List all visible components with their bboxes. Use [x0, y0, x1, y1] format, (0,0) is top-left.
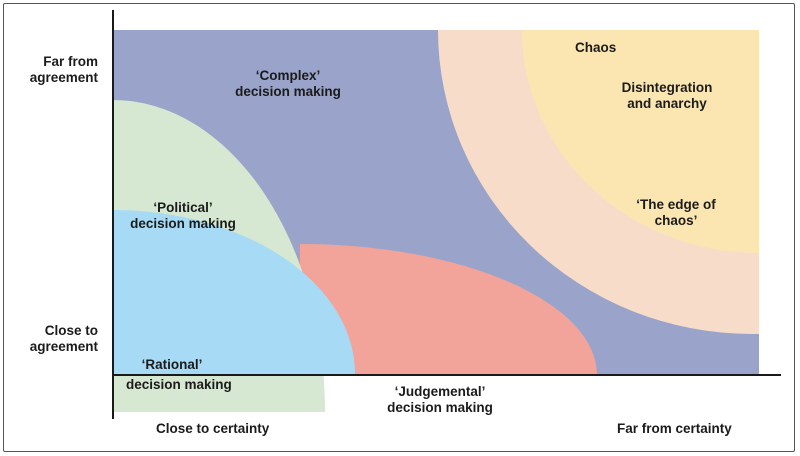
- edge-of-chaos-label: ‘The edge of chaos’: [636, 197, 716, 228]
- judgemental-label: ‘Judgemental’ decision making: [387, 384, 493, 415]
- rational-zone: [113, 210, 355, 374]
- x-axis-right-label: Far from certainty: [617, 421, 732, 436]
- political-label: ‘Political’ decision making: [130, 200, 236, 231]
- disintegration-label: Disintegration and anarchy: [621, 80, 713, 111]
- y-axis-top-label: Far from agreement: [29, 54, 98, 85]
- chaos-label: Chaos: [575, 40, 617, 55]
- disintegration-zone: [522, 30, 759, 253]
- judgemental-zone: [300, 244, 597, 374]
- rational-label-line2: decision making: [126, 377, 232, 392]
- x-axis-left-label: Close to certainty: [156, 421, 270, 436]
- y-axis-bottom-label: Close to agreement: [29, 323, 98, 354]
- rational-label-line1: ‘Rational’: [141, 357, 203, 372]
- complex-label: ‘Complex’ decision making: [235, 68, 341, 99]
